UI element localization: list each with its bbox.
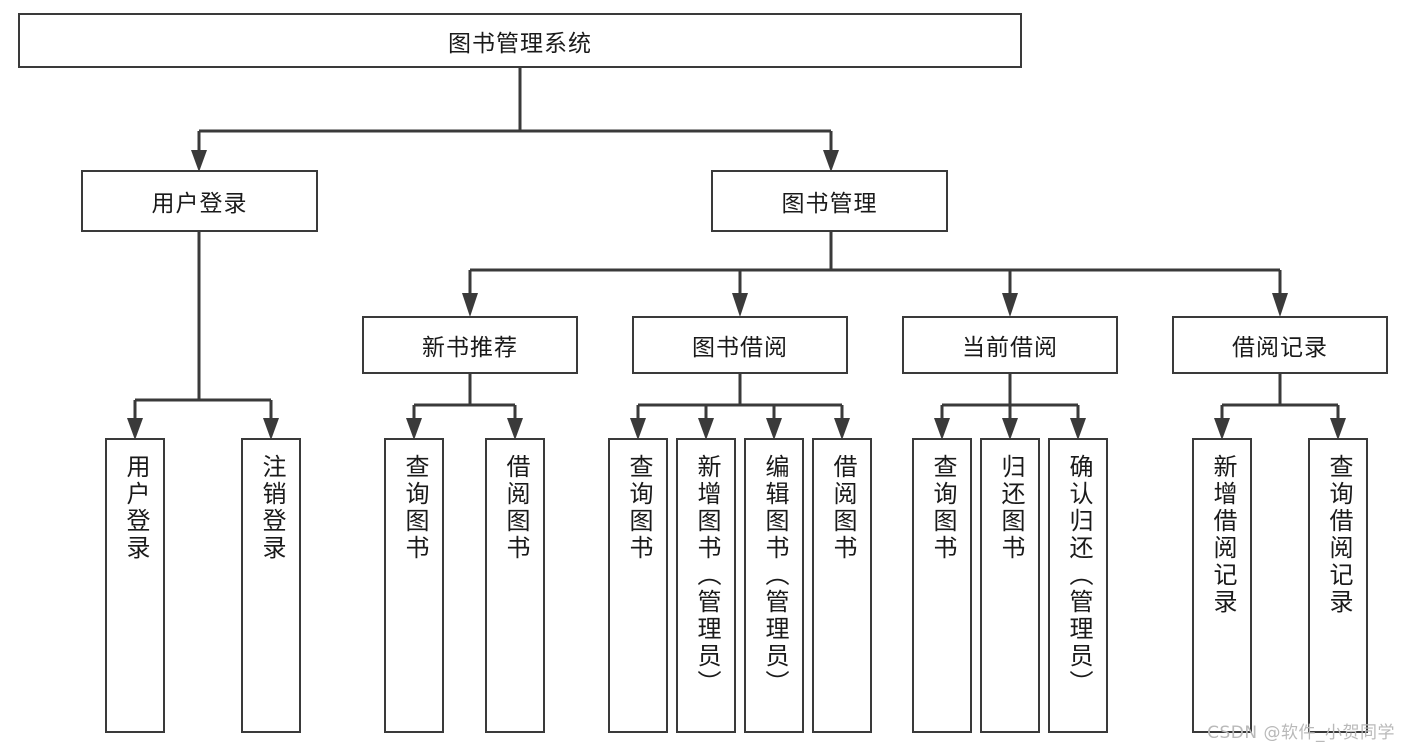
leaf-add-borrow-record[interactable]: 新增借阅记录	[1192, 438, 1252, 733]
node-label: 新增图书（管理员）	[692, 454, 721, 697]
node-book-management[interactable]: 图书管理	[711, 170, 948, 232]
node-label: 编辑图书（管理员）	[760, 454, 789, 697]
node-label: 查询图书	[400, 454, 429, 562]
node-label: 归还图书	[996, 454, 1025, 562]
leaf-query-book-borrow[interactable]: 查询图书	[608, 438, 668, 733]
node-label: 借阅图书	[828, 454, 857, 562]
leaf-confirm-return-admin[interactable]: 确认归还（管理员）	[1048, 438, 1108, 733]
node-label: 当前借阅	[962, 335, 1058, 361]
node-label: 查询图书	[624, 454, 653, 562]
node-user-login[interactable]: 用户登录	[81, 170, 318, 232]
node-label: 借阅图书	[501, 454, 530, 562]
node-label: 图书管理	[781, 191, 878, 217]
leaf-logout[interactable]: 注销登录	[241, 438, 301, 733]
node-label: 查询图书	[928, 454, 957, 562]
leaf-borrow-book[interactable]: 借阅图书	[812, 438, 872, 733]
node-label: 用户登录	[151, 191, 248, 217]
node-book-borrow[interactable]: 图书借阅	[632, 316, 848, 374]
node-label: 新增借阅记录	[1208, 454, 1237, 616]
leaf-add-book-admin[interactable]: 新增图书（管理员）	[676, 438, 736, 733]
node-borrow-record[interactable]: 借阅记录	[1172, 316, 1388, 374]
node-new-book-recommend[interactable]: 新书推荐	[362, 316, 578, 374]
node-label: 新书推荐	[422, 335, 518, 361]
leaf-borrow-book-recommend[interactable]: 借阅图书	[485, 438, 545, 733]
node-label: 用户登录	[121, 454, 150, 562]
node-label: 查询借阅记录	[1324, 454, 1353, 616]
leaf-query-book-current[interactable]: 查询图书	[912, 438, 972, 733]
node-root-system[interactable]: 图书管理系统	[18, 13, 1022, 68]
node-label: 确认归还（管理员）	[1064, 454, 1093, 697]
node-label: 借阅记录	[1232, 335, 1328, 361]
leaf-edit-book-admin[interactable]: 编辑图书（管理员）	[744, 438, 804, 733]
node-label: 图书借阅	[692, 335, 788, 361]
leaf-query-borrow-record[interactable]: 查询借阅记录	[1308, 438, 1368, 733]
leaf-user-login[interactable]: 用户登录	[105, 438, 165, 733]
leaf-return-book[interactable]: 归还图书	[980, 438, 1040, 733]
node-current-borrow[interactable]: 当前借阅	[902, 316, 1118, 374]
node-label: 图书管理系统	[448, 30, 592, 57]
node-label: 注销登录	[257, 454, 286, 562]
watermark: CSDN @软件_小贺同学	[1207, 723, 1395, 743]
leaf-query-book-recommend[interactable]: 查询图书	[384, 438, 444, 733]
